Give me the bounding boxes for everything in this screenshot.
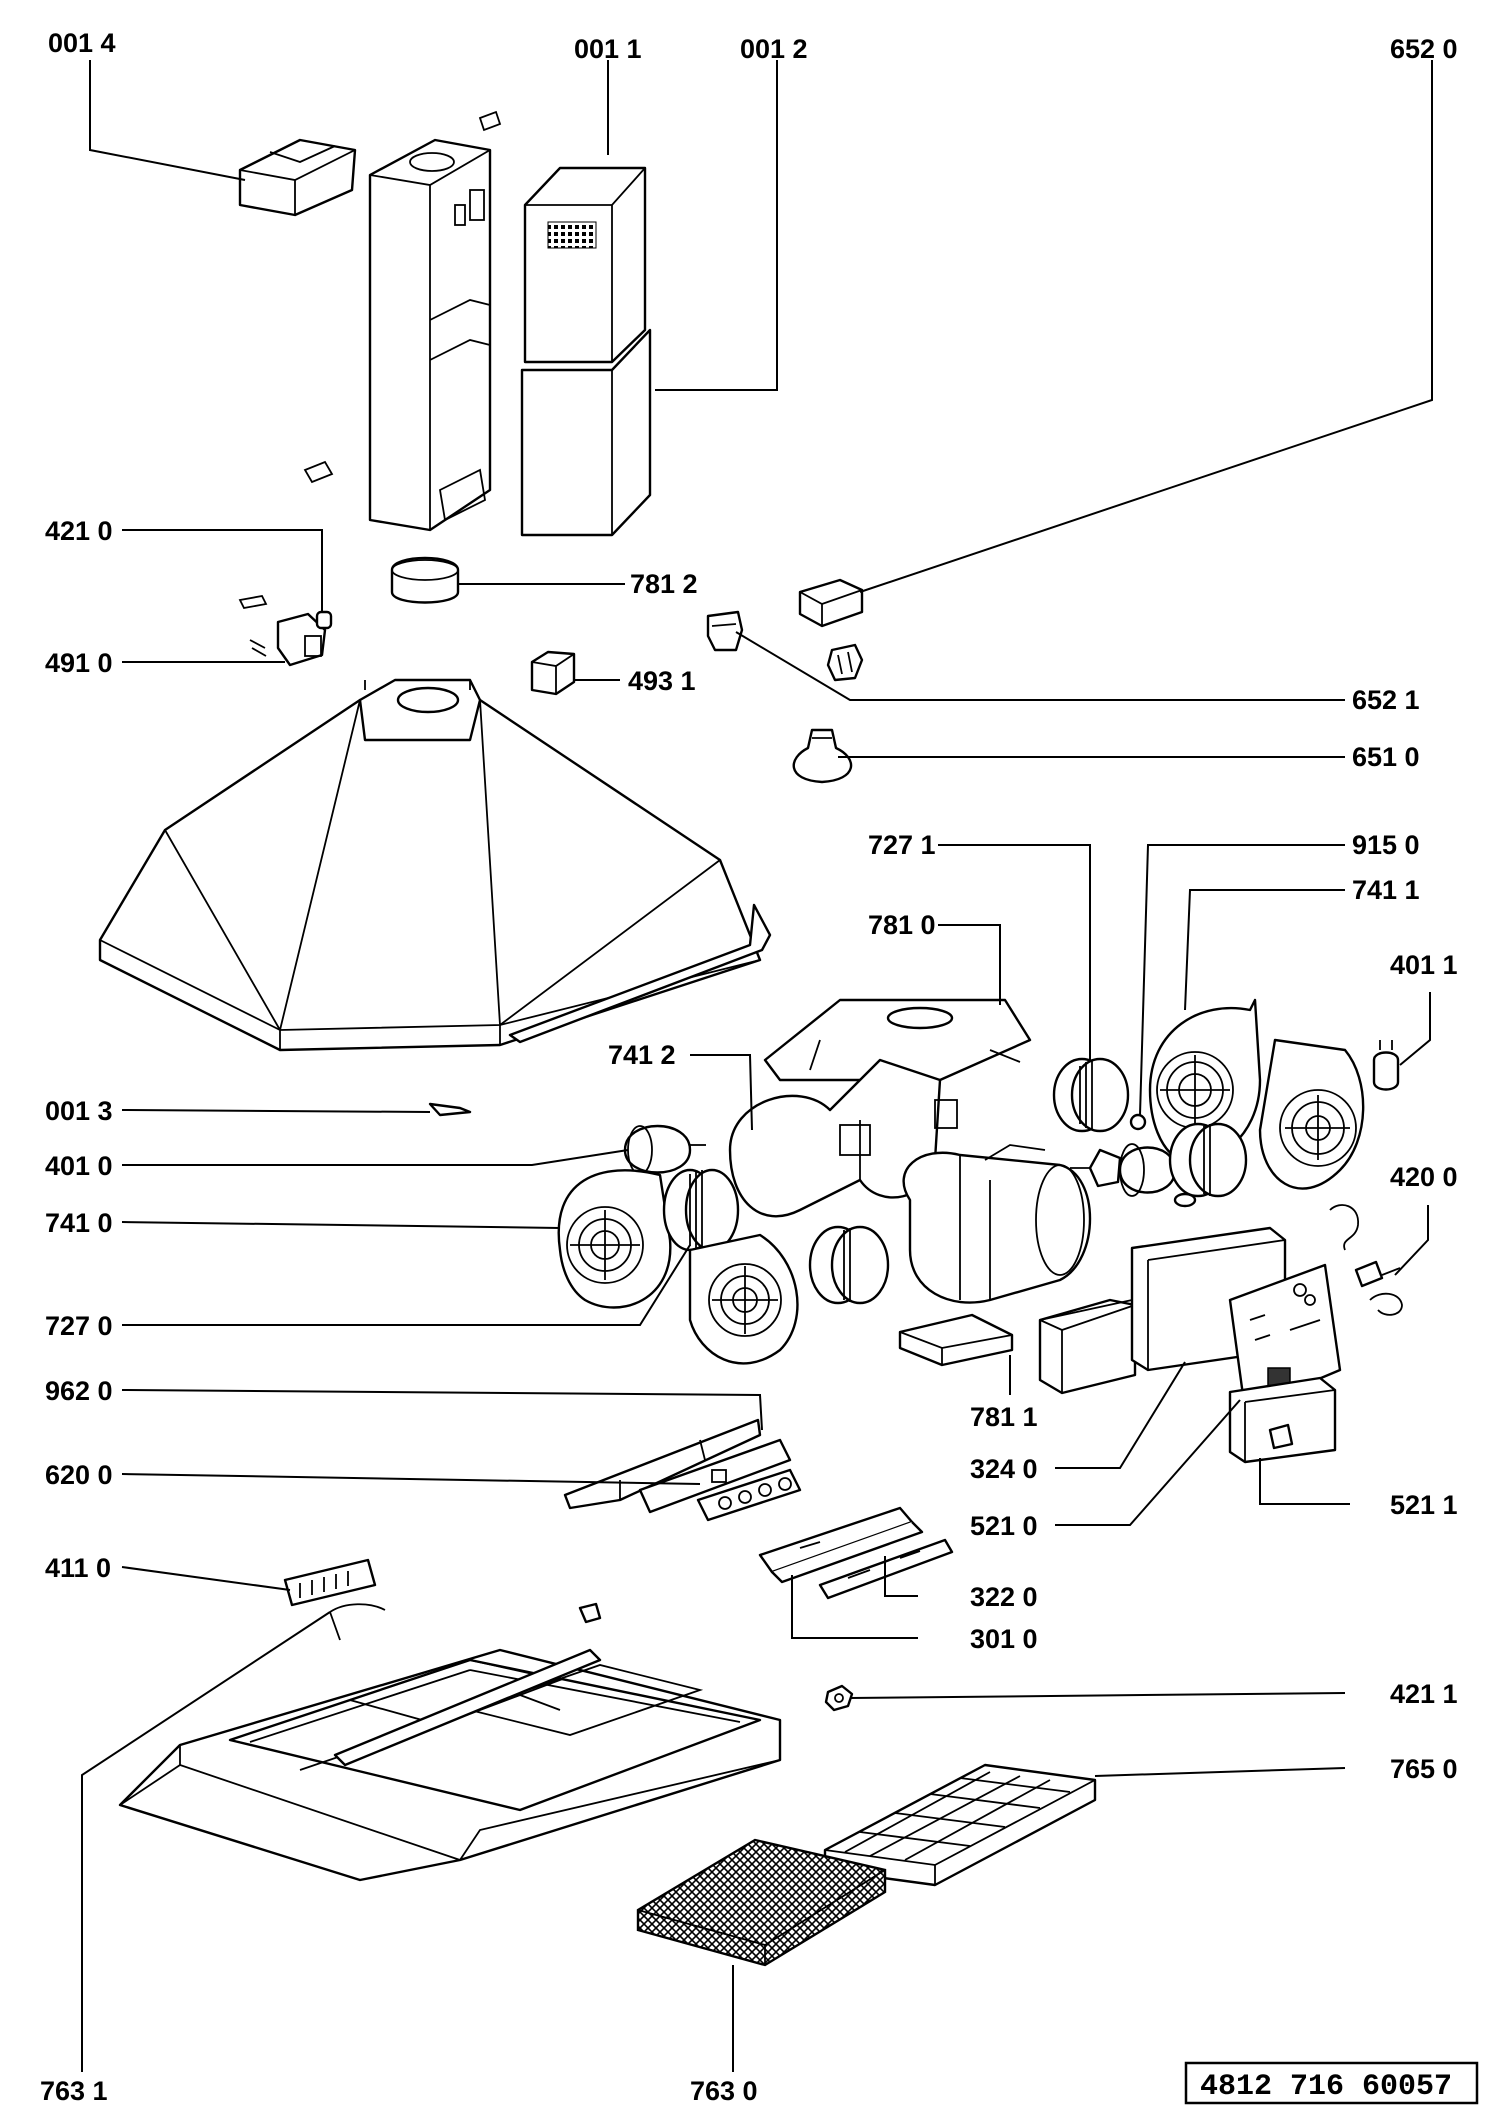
label-5210: 521 0 [970,1511,1038,1541]
label-0013: 001 3 [45,1096,113,1126]
part-4110-terminal-block [283,1558,377,1607]
part-9620-bracket [563,1418,762,1510]
label-4011: 401 1 [1390,950,1458,980]
part-5210-pcb [1228,1263,1342,1412]
part-4011-capacitor [1372,1040,1400,1091]
label-7630: 763 0 [690,2076,758,2106]
part-4931-capacitor [530,650,576,696]
label-0012: 001 2 [740,34,808,64]
part-7271-fan-wheel [1052,1057,1130,1133]
label-4910: 491 0 [45,648,113,678]
part-4910-switch [238,594,333,667]
label-4110: 411 0 [45,1553,111,1583]
label-6510: 651 0 [1352,742,1420,772]
label-5211: 521 1 [1390,1490,1458,1520]
leader-lines [81,60,1433,2072]
part-7630-grease-filter [636,1838,887,1967]
label-3220: 322 0 [970,1582,1038,1612]
label-7810: 781 0 [868,910,936,940]
label-7271: 727 1 [868,830,936,860]
label-6200: 620 0 [45,1460,113,1490]
label-3010: 301 0 [970,1624,1038,1654]
label-7410: 741 0 [45,1208,113,1238]
part-7411-fan-scroll [1148,998,1262,1164]
label-6520: 652 0 [1390,34,1458,64]
part-6520-connector-block [798,578,864,628]
label-9150: 915 0 [1352,830,1420,860]
part-lower-hood-frame [118,1602,782,1882]
label-7270: 727 0 [45,1311,113,1341]
part-0014-duct-adapter [238,138,357,217]
label-9620: 962 0 [45,1376,113,1406]
part-fan-motor [1070,1113,1197,1208]
part-7811-tray [898,1313,1014,1367]
part-5211-pcb-cover [1228,1376,1337,1464]
label-4210: 421 0 [45,516,113,546]
part-6510-lamp [792,728,853,784]
part-4211-nut [824,1684,854,1712]
label-7412: 741 2 [608,1040,676,1070]
label-3240: 324 0 [970,1454,1038,1484]
part-4010-capacitor [623,1124,706,1175]
part-7410-fan-scroll [557,1169,672,1309]
label-7811: 781 1 [970,1402,1038,1432]
reference-number: 4812 716 60057 [1200,2070,1452,2104]
part-fan-wheel-lower [808,1225,890,1305]
part-hood-canopy [98,678,772,1117]
label-6521: 652 1 [1352,685,1420,715]
part-0011-upper-chimney-cover [523,166,647,364]
part-0012-lower-chimney-cover [520,328,652,537]
label-7812: 781 2 [630,569,698,599]
label-4010: 401 0 [45,1151,113,1181]
label-4211: 421 1 [1390,1679,1458,1709]
label-7631: 763 1 [40,2076,108,2106]
part-6200-switch-panel [638,1438,802,1522]
part-inner-chimney [303,110,502,532]
reference-number-box: 4812 716 60057 [1184,2061,1479,2105]
part-blower-housing [902,1144,1092,1304]
label-7650: 765 0 [1390,1754,1458,1784]
part-labels: 001 4 001 1 001 2 652 0 421 0 781 2 491 … [40,28,1458,2106]
part-7810-motor-plate [763,998,1032,1082]
part-fan-scroll-right [1258,1038,1365,1190]
label-0014: 001 4 [48,28,116,58]
part-4200-cable-set [1329,1204,1403,1316]
label-4931: 493 1 [628,666,696,696]
part-fan-scroll-center [688,1233,799,1365]
part-7812-duct-ring [390,556,460,604]
part-6521-lamp-holder [706,610,864,682]
label-4200: 420 0 [1390,1162,1458,1192]
part-fan-wheel-right [1168,1122,1248,1198]
label-7411: 741 1 [1352,875,1420,905]
label-0011: 001 1 [574,34,642,64]
part-7270-fan-wheel [662,1168,740,1252]
part-3010-control-panel [758,1506,924,1584]
